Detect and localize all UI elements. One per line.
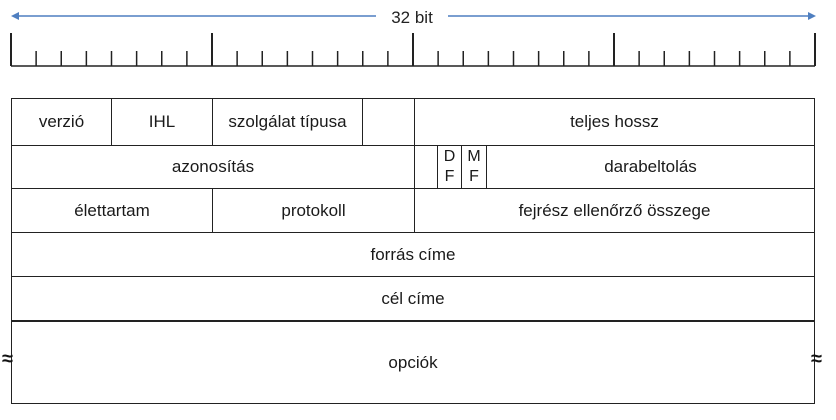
df-flag-line2: F (444, 168, 455, 185)
bit-ruler: 32 bit (10, 8, 816, 67)
source-address-field: forrás címe (11, 232, 815, 277)
reserved-flag-field (414, 145, 438, 189)
df-flag-field: D F (437, 145, 462, 189)
mf-flag-line2: F (469, 168, 479, 185)
df-flag-line1: D (443, 148, 456, 165)
options-field: opciók (11, 320, 815, 404)
type-of-service-field: szolgálat típusa (212, 98, 363, 146)
options-continuation-left-icon: ≈ (2, 348, 13, 370)
options-continuation-right-icon: ≈ (811, 348, 822, 370)
protocol-field: protokoll (212, 188, 415, 233)
ruler-label: 32 bit (391, 8, 433, 27)
identification-field: azonosítás (11, 145, 415, 189)
arrow-head-left-icon (11, 12, 19, 20)
mf-flag-line1: M (467, 148, 481, 165)
header-checksum-field: fejrész ellenőrző összege (414, 188, 815, 233)
total-length-field: teljes hossz (414, 98, 815, 146)
ttl-field: élettartam (11, 188, 213, 233)
destination-address-field: cél címe (11, 276, 815, 321)
arrow-head-right-icon (808, 12, 816, 20)
mf-flag-field: M F (461, 145, 487, 189)
version-field: verzió (11, 98, 112, 146)
ruler-ticks (10, 33, 816, 66)
type-of-service-spare-field (362, 98, 415, 146)
ihl-field: IHL (111, 98, 213, 146)
fragment-offset-field: darabeltolás (486, 145, 815, 189)
